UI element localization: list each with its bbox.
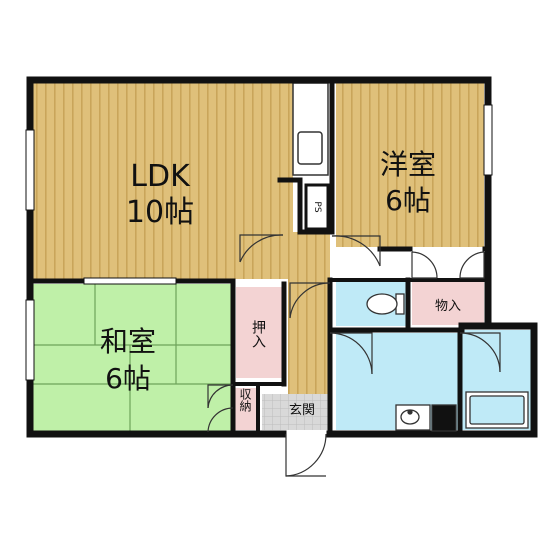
kitchen-sink-icon bbox=[297, 131, 323, 165]
western-room-size: 6帖 bbox=[385, 184, 431, 217]
hallway-floor bbox=[288, 232, 330, 394]
ps-label: PS bbox=[312, 201, 322, 212]
shuno-floor bbox=[233, 388, 257, 430]
oshiire-floor bbox=[236, 287, 282, 378]
ldk-room-size: 10帖 bbox=[126, 195, 194, 230]
ps-box bbox=[304, 183, 330, 231]
bathtub-icon bbox=[465, 391, 529, 429]
japanese-room-floor bbox=[33, 284, 233, 432]
windows bbox=[25, 104, 493, 381]
western-room-floor bbox=[336, 83, 484, 247]
toilet-icon bbox=[366, 293, 405, 315]
ldk-room-name: LDK bbox=[130, 159, 191, 194]
oshiire-label: 押入 bbox=[250, 320, 266, 348]
entrance-floor bbox=[262, 394, 328, 430]
monoire-floor bbox=[412, 280, 484, 325]
door-swings bbox=[207, 234, 501, 477]
tatami-lines bbox=[33, 284, 233, 432]
western-room-name: 洋室 bbox=[380, 148, 436, 181]
japanese-room-name: 和室 bbox=[100, 325, 156, 358]
walls bbox=[26, 76, 538, 438]
japanese-room-size: 6帖 bbox=[105, 362, 151, 395]
washbasin-icon bbox=[395, 404, 457, 432]
ldk-floor bbox=[33, 83, 293, 279]
monoire-label: 物入 bbox=[435, 299, 461, 314]
shuno-label: 収納 bbox=[238, 388, 252, 412]
genkan-label: 玄関 bbox=[289, 403, 315, 418]
